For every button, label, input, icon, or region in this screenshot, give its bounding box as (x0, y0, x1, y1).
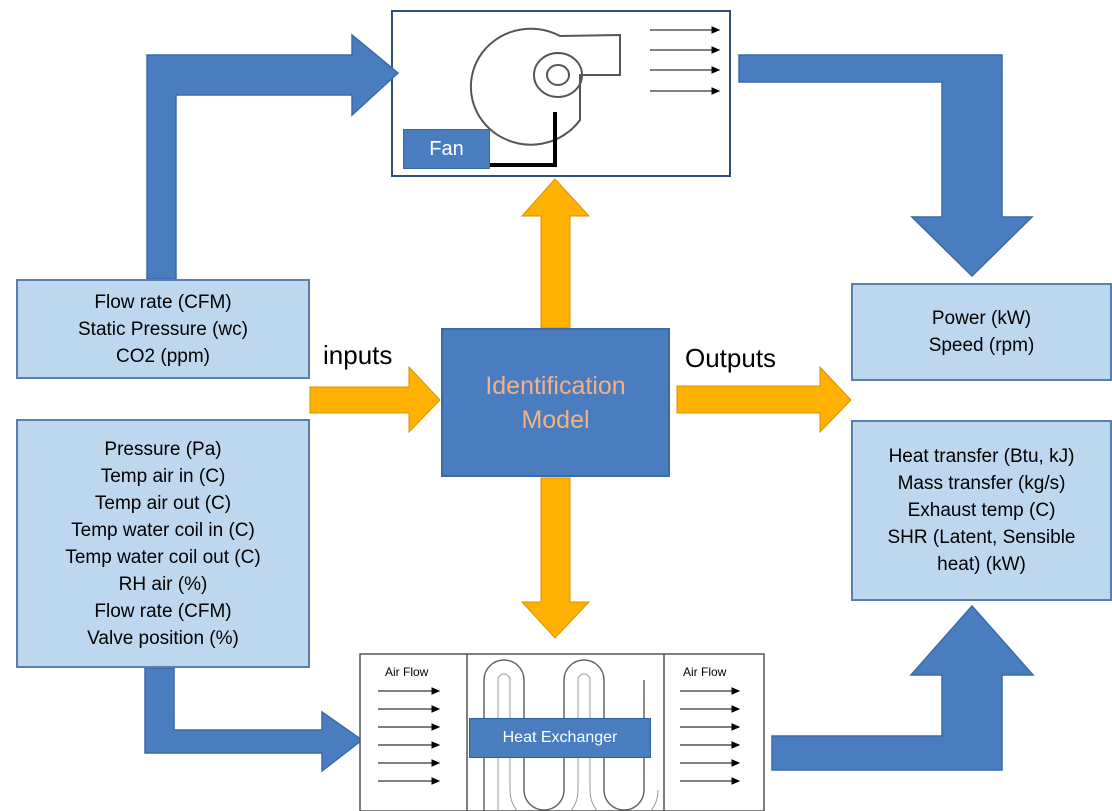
hx-input-line: Valve position (%) (87, 627, 239, 649)
hx-input-line: Temp air in (C) (100, 465, 226, 487)
identification-model-box: Identification Model (441, 328, 670, 477)
hx-outputs-box: Heat transfer (Btu, kJ) Mass transfer (k… (851, 420, 1112, 601)
airflow-label-left: Air Flow (385, 665, 429, 679)
fan-airflow-arrows (650, 26, 721, 95)
hx-input-line: Flow rate (CFM) (94, 600, 232, 622)
fan-label: Fan (403, 129, 490, 169)
heat-exchanger-label: Heat Exchanger (469, 718, 651, 758)
orange-arrow-model-to-outputs (676, 365, 852, 434)
fan-input-line: Static Pressure (wc) (78, 318, 248, 340)
hx-input-line: Temp water coil in (C) (71, 519, 255, 541)
hx-output-line: Mass transfer (kg/s) (897, 473, 1066, 494)
fan-output-line: Power (kW) (931, 308, 1032, 329)
orange-arrow-model-to-fan (520, 178, 591, 329)
hx-output-line: Exhaust temp (C) (907, 500, 1056, 521)
fan-inputs-box: Flow rate (CFM) Static Pressure (wc) CO2… (16, 279, 310, 379)
hx-airflow-arrows-right (680, 687, 741, 785)
hx-input-line: RH air (%) (118, 573, 208, 595)
hx-output-line: heat) (kW) (937, 554, 1026, 575)
blue-arrow-inputs-to-fan (146, 33, 400, 280)
hx-output-line: SHR (Latent, Sensible (887, 527, 1076, 548)
fan-input-line: CO2 (ppm) (116, 345, 210, 367)
blue-arrow-hx-to-outputs (771, 604, 1035, 771)
inputs-label: inputs (323, 340, 393, 370)
airflow-label-right: Air Flow (683, 665, 727, 679)
heat-exchanger-unit (359, 653, 765, 811)
blue-arrow-fan-to-outputs (738, 54, 1034, 278)
outputs-label: Outputs (685, 343, 777, 373)
hx-input-line: Temp air out (C) (94, 492, 232, 514)
orange-arrow-model-to-hx (520, 477, 591, 639)
model-title-line1: Identification (485, 371, 626, 400)
orange-arrow-inputs-to-model (309, 365, 441, 434)
blue-arrow-inputs-to-hx (144, 667, 364, 773)
hx-input-line: Temp water coil out (C) (65, 546, 261, 568)
fan-icon (469, 27, 621, 167)
hx-output-line: Heat transfer (Btu, kJ) (888, 446, 1075, 467)
hx-input-line: Pressure (Pa) (104, 438, 222, 460)
hx-airflow-arrows-left (378, 687, 441, 785)
fan-outputs-box: Power (kW) Speed (rpm) (851, 283, 1112, 381)
fan-output-line: Speed (rpm) (928, 335, 1035, 356)
fan-input-line: Flow rate (CFM) (94, 291, 232, 313)
model-title-line2: Model (521, 405, 590, 434)
hx-inputs-box: Pressure (Pa) Temp air in (C) Temp air o… (16, 419, 310, 668)
